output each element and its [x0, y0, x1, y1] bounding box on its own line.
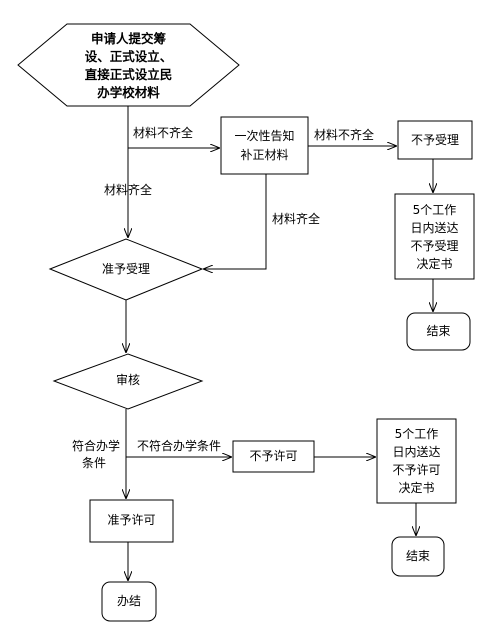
accept-diamond [48, 238, 204, 301]
end-bottom-box [391, 536, 445, 577]
reject-accept-notice-text: 5个工作 日内送达 不予受理 决定书 [410, 203, 459, 271]
review-decision-label: 审核 [115, 373, 140, 387]
grant-permit-label: 准予许可 [107, 513, 156, 527]
deny-permit-notice-text: 5个工作 日内送达 不予许可 决定书 [392, 427, 441, 495]
edge-label-complete-2: 材料齐全 [272, 212, 321, 226]
end-bottom-label: 结束 [405, 549, 430, 563]
edge-label-not-meets-conditions: 不符合办学条件 [137, 439, 222, 453]
end-top-box [406, 312, 471, 351]
reject-accept-notice-box [394, 193, 475, 280]
edge-label-incomplete-1: 材料不齐全 [133, 126, 194, 140]
start-node-text: 申请人提交筹 设、正式设立、 直接正式设立民 办学校材料 [84, 31, 173, 100]
start-hexagon [17, 23, 240, 107]
edge-label-incomplete-2: 材料不齐全 [314, 128, 375, 142]
end-top-label: 结束 [426, 324, 451, 338]
edge-label-complete-1: 材料齐全 [104, 183, 153, 197]
grant-permit-box [89, 499, 174, 543]
reject-accept-box [397, 120, 473, 160]
reject-accept-label: 不予受理 [410, 133, 459, 147]
accept-decision-label: 准予受理 [101, 262, 150, 276]
review-diamond [52, 353, 204, 410]
edge-supplement-to-accept [204, 174, 267, 269]
supplement-text: 一次性告知 补正材料 [234, 129, 295, 162]
finish-label: 办结 [116, 594, 141, 608]
finish-box [101, 581, 157, 622]
edge-label-meets-conditions: 符合办学 条件 [72, 439, 121, 470]
deny-permit-label: 不予许可 [249, 449, 298, 463]
